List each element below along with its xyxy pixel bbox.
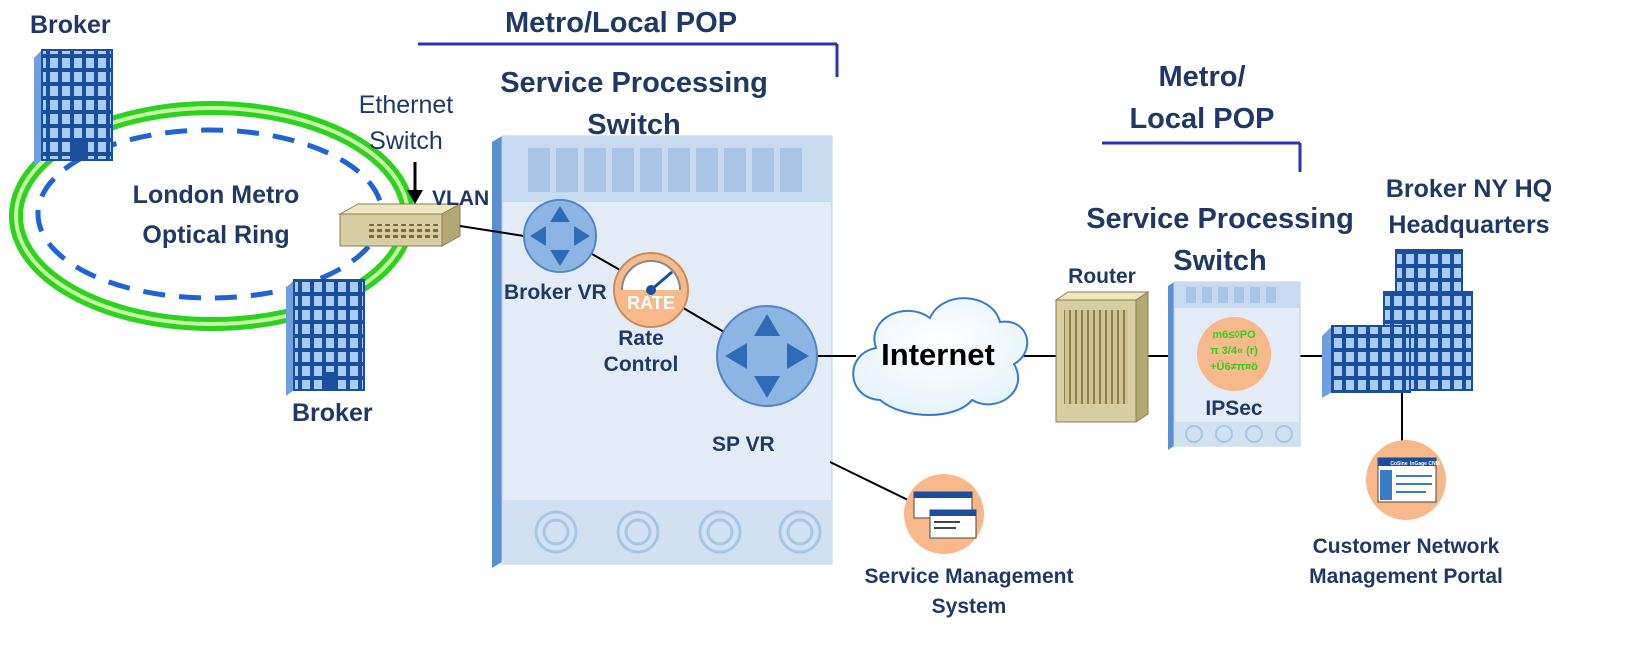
internet-label: Internet [881,337,995,372]
ethernet-switch-label-1: Ethernet [358,91,454,119]
vlan-label: VLAN [432,187,490,210]
broker-hq-building [1322,249,1473,398]
ipsec-label: IPSec [1205,397,1263,420]
broker-vr-router-icon [523,199,597,273]
vlan-arrow-head [407,190,423,204]
cnmp-label-1: Customer Network [1312,535,1500,558]
ethernet-switch-label-2: Switch [369,127,443,155]
ipsec-encryption-icon [1197,317,1271,391]
sms-label-1: Service Management [864,565,1074,588]
internet-cloud-icon [852,297,1029,416]
ipsec-glyph-line-1: m6≤◊PO [1212,329,1256,341]
metro-pop-left-label: Metro/Local POP [505,7,738,39]
router-tower-icon [1054,291,1150,423]
broker-bottom-label: Broker [292,399,373,427]
sps-left-label-2: Switch [587,109,681,141]
sp-vr-label: SP VR [712,433,775,456]
service-management-icon [904,474,984,554]
broker-vr-label: Broker VR [504,281,607,304]
broker-building-top [34,49,113,166]
router-label: Router [1068,265,1136,288]
ring-label-1: London Metro [132,181,300,209]
pop-boundary-left [418,42,839,77]
rate-control-label-2: Control [603,353,679,376]
metro-pop-right-label-1: Metro/ [1158,61,1246,93]
broker-top-label: Broker [30,11,111,39]
rate-control-label-1: Rate [618,327,664,350]
ipsec-glyph-line-3: +Ü6≠π¤ö [1210,361,1258,373]
pop-boundary-right [1102,141,1302,172]
portal-title-text: InGage CNM [1410,461,1440,467]
sp-vr-router-icon [716,305,818,407]
broker-building-bottom [286,279,365,396]
sps-right-label-1: Service Processing [1086,203,1354,235]
sms-label-2: System [931,595,1007,618]
ring-label-2: Optical Ring [142,221,290,249]
customer-portal-icon [1366,440,1446,520]
rate-gauge-icon [613,252,689,328]
ipsec-glyph-line-2: π 3/4« (r) [1210,345,1258,357]
rate-badge-text: RATE [627,293,675,313]
hq-label-2: Headquarters [1388,211,1550,239]
hq-label-1: Broker NY HQ [1385,175,1553,203]
metro-pop-right-label-2: Local POP [1129,103,1275,135]
ethernet-switch [338,203,462,247]
sps-left-label-1: Service Processing [500,67,768,99]
sps-right-label-2: Switch [1173,245,1267,277]
portal-brand-text: CoSine [1390,461,1408,467]
cnmp-label-2: Management Portal [1309,565,1503,588]
